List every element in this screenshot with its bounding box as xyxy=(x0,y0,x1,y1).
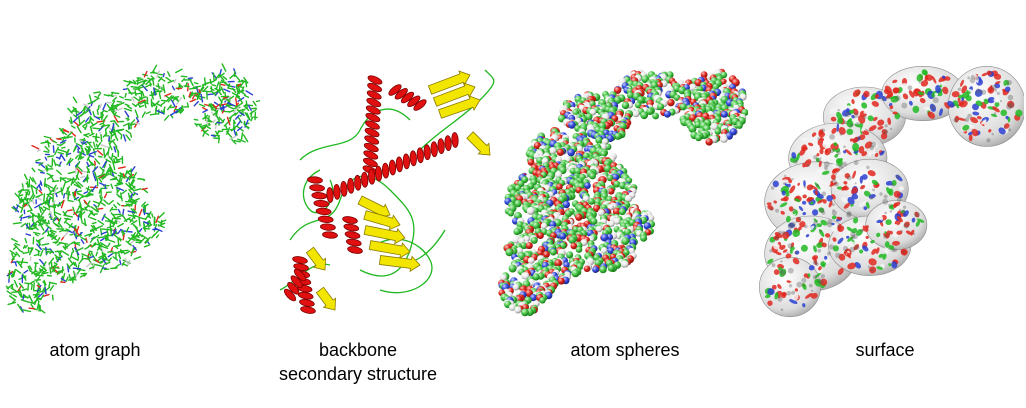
alpha-helix xyxy=(283,268,307,302)
atom-graph-image xyxy=(5,63,260,314)
beta-strand xyxy=(432,82,476,107)
secondary-structure-panel xyxy=(270,60,498,318)
beta-strand xyxy=(427,70,471,95)
beta-strand xyxy=(363,210,401,231)
secondary-structure-image xyxy=(279,69,495,314)
beta-strand xyxy=(368,240,411,259)
molecular-surface xyxy=(758,65,1024,318)
loop-strand xyxy=(299,108,411,161)
beta-strand xyxy=(466,131,491,156)
alpha-helix xyxy=(388,84,427,111)
caption-atom-spheres: atom spheres xyxy=(570,340,680,360)
beta-strand xyxy=(378,255,421,273)
helices xyxy=(283,75,459,314)
beta-sheets xyxy=(305,70,491,311)
surface-image xyxy=(758,65,1024,318)
caption-backbone-secondary-structure: backbone secondary structure xyxy=(278,340,438,384)
alpha-helix xyxy=(326,132,459,203)
beta-strand xyxy=(437,95,481,119)
atom-spheres-image xyxy=(498,68,748,317)
atom-spheres-panel xyxy=(496,60,748,318)
atom-bonds xyxy=(5,63,260,314)
atom-spheres xyxy=(498,68,748,317)
surface-panel xyxy=(758,60,1024,318)
caption-atom-graph: atom graph xyxy=(49,340,141,360)
atom-graph-panel xyxy=(2,60,260,318)
beta-strand xyxy=(315,286,337,311)
beta-strand xyxy=(363,225,406,245)
beta-strand xyxy=(305,246,327,271)
alpha-helix xyxy=(307,176,338,239)
alpha-helix xyxy=(362,75,383,175)
caption-surface: surface xyxy=(855,340,915,360)
alpha-helix xyxy=(342,216,363,254)
